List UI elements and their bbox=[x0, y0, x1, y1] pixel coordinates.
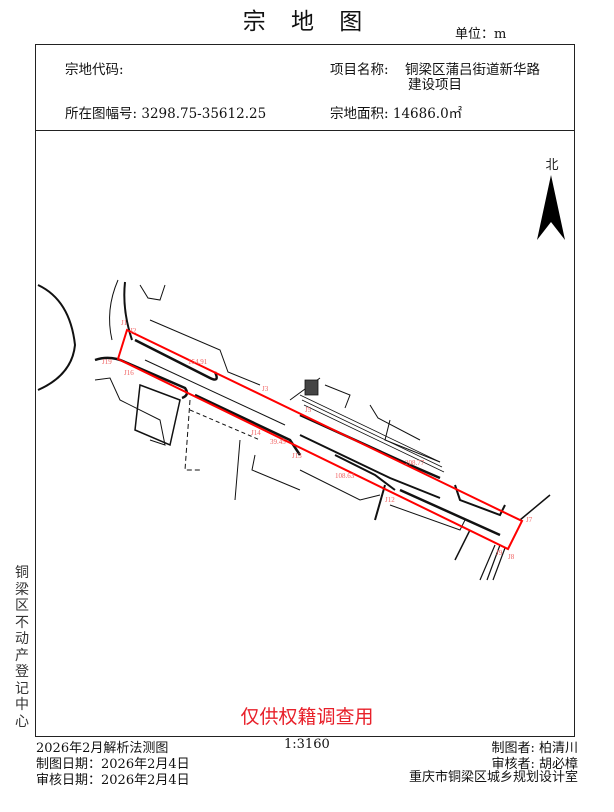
survey-method: 2026年2月解析法测图 bbox=[36, 741, 169, 756]
header-divider bbox=[35, 130, 575, 131]
draw-date: 制图日期：2026年2月4日 bbox=[36, 757, 190, 772]
map-scale: 1:3160 bbox=[284, 737, 330, 752]
sheet-number-value: 3298.75-35612.25 bbox=[141, 106, 267, 122]
edge-label: 208.77 bbox=[405, 459, 425, 467]
project-name-label: 项目名称: bbox=[330, 62, 389, 78]
page-title: 宗 地 图 bbox=[242, 9, 372, 35]
base-map-lines bbox=[37, 279, 551, 581]
unit-label: 单位：m bbox=[455, 27, 507, 42]
organization: 重庆市铜梁区城乡规划设计室 bbox=[408, 770, 578, 785]
point-label: J13 bbox=[292, 452, 302, 460]
edge-label: 154.91 bbox=[188, 358, 208, 366]
hatched-stair bbox=[299, 379, 445, 473]
sheet-number-label: 所在图幅号: bbox=[65, 106, 138, 122]
north-arrow-icon bbox=[537, 175, 565, 240]
review-date: 审核日期：2026年2月4日 bbox=[36, 773, 190, 788]
parcel-code-label: 宗地代码: bbox=[65, 62, 124, 78]
edge-label: 39.45 bbox=[270, 438, 286, 446]
project-name-line2: 建设项目 bbox=[408, 77, 462, 93]
parcel-area: 宗地面积: 14686.0㎡ bbox=[330, 102, 462, 122]
point-label: J16 bbox=[124, 369, 134, 377]
map-frame bbox=[35, 44, 575, 737]
north-label: 北 bbox=[545, 158, 558, 173]
boundary-point-labels: J1 J2 J3 J5 J7 J8 J9 J12 J13 J14 J16 J19… bbox=[102, 319, 533, 561]
side-organization: 铜梁区不动产登记中心 bbox=[15, 565, 29, 730]
drawn-by: 制图者: 柏清川 bbox=[491, 741, 578, 756]
point-label: J3 bbox=[262, 385, 269, 393]
sheet-number: 所在图幅号: 3298.75-35612.25 bbox=[65, 102, 266, 122]
point-label: J1 bbox=[121, 319, 128, 327]
project-name-line1: 铜梁区蒲吕街道新华路 bbox=[405, 62, 540, 78]
parcel-area-label: 宗地面积: bbox=[330, 106, 389, 122]
point-label: J19 bbox=[102, 358, 112, 366]
cadastral-map: 北 J1 bbox=[37, 158, 565, 581]
edge-label: 108.63 bbox=[335, 472, 355, 480]
point-label: J14 bbox=[251, 429, 261, 437]
reviewer: 审核者: 胡必樟 bbox=[491, 757, 578, 772]
point-label: J5 bbox=[305, 406, 312, 414]
point-label: J12 bbox=[385, 496, 395, 504]
parcel-code: 宗地代码: bbox=[65, 58, 124, 78]
parcel-area-value: 14686.0㎡ bbox=[392, 106, 463, 122]
point-label: J2 bbox=[130, 327, 137, 335]
parcel-boundary bbox=[116, 328, 524, 551]
point-label: J7 bbox=[526, 516, 533, 524]
usage-watermark: 仅供权籍调查用 bbox=[240, 706, 374, 728]
point-label: J8 bbox=[508, 553, 515, 561]
point-label: J9 bbox=[496, 549, 503, 557]
